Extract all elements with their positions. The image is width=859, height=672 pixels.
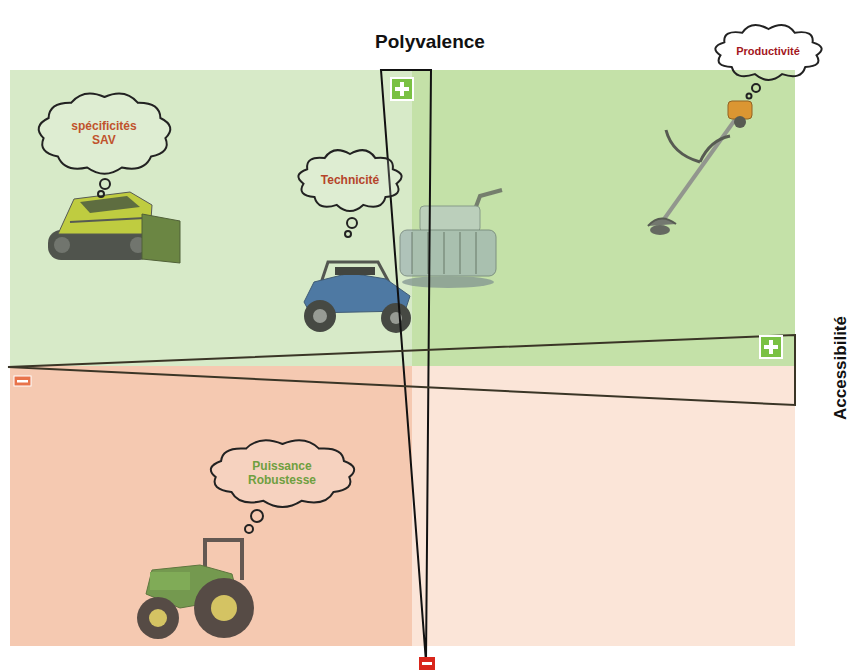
tracked-mower-part (58, 192, 152, 234)
cloud-callout: Productivité (713, 23, 824, 81)
tracked-mower-part (142, 214, 180, 263)
axis-label: Polyvalence (375, 31, 485, 52)
quadrant-ground-part (412, 70, 795, 366)
quad-atv-part (304, 300, 336, 332)
tracked-mower (48, 192, 180, 263)
quad-atv-part (335, 267, 375, 275)
cloud-outline (715, 25, 821, 80)
thought-bubble-part (747, 94, 752, 99)
cloud-callout: spécificités SAV (36, 91, 173, 175)
flail-mower-part (475, 232, 477, 274)
cloud-outline (298, 150, 401, 211)
brush-cutter-part (734, 116, 746, 128)
flail-mower-part (459, 232, 461, 274)
plus-sign-part (395, 87, 409, 91)
quad-atv (304, 262, 411, 333)
minus-sign-part (14, 376, 31, 386)
plus-sign-part (764, 345, 778, 349)
tractor-part (149, 609, 167, 627)
thought-bubble-part (100, 179, 110, 189)
quadrant-ground-part (412, 366, 795, 646)
axis-label: Accessibilité (831, 316, 850, 420)
tracked-mower-part (80, 196, 140, 213)
quadrant-ground-part (10, 366, 412, 646)
quad-atv-part (381, 303, 411, 333)
tractor-part (137, 597, 179, 639)
tractor-part (194, 578, 254, 638)
cloud-text: spécificités SAV (63, 119, 145, 148)
flail-mower-part (443, 232, 445, 274)
brush-cutter-part (648, 218, 676, 226)
tractor-part (150, 572, 190, 590)
minus-sign (14, 376, 435, 670)
flail-mower-part (402, 276, 494, 288)
flail-mower (400, 190, 502, 288)
cloud-text: Puissance Robustesse (237, 459, 327, 488)
cloud-text-wrap: Puissance Robustesse (237, 459, 327, 488)
axis-label-wrap: Accessibilité (831, 316, 851, 420)
minus-sign-part (17, 380, 28, 383)
brush-cutter-part (666, 130, 700, 162)
plus-sign (391, 78, 782, 358)
cloud-text-wrap: spécificités SAV (63, 119, 145, 148)
quadrant-ground-part (10, 70, 412, 366)
minus-sign-part (422, 662, 432, 665)
cloud-text-wrap: Technicité (321, 173, 379, 187)
flail-mower-part (411, 232, 413, 274)
thought-bubble-part (98, 191, 104, 197)
thought-bubble-part (345, 231, 351, 237)
brush-cutter-part (662, 110, 742, 222)
cloud-outline (38, 94, 170, 174)
cloud-outline (210, 440, 353, 507)
tractor-part (211, 595, 237, 621)
brush-cutter-part (700, 136, 730, 162)
flail-mower-part (400, 230, 496, 276)
quad-atv-part (313, 309, 327, 323)
cloud-text-wrap: Productivité (736, 45, 800, 58)
thought-bubble-part (251, 510, 263, 522)
plus-sign-part (760, 336, 782, 358)
thought-bubble-part (245, 525, 253, 533)
plus-sign-part (391, 78, 413, 100)
axis-wedge-part (8, 335, 795, 405)
brush-cutter (648, 101, 752, 235)
thought-bubble-part (752, 84, 760, 92)
cloud-text: Productivité (736, 45, 800, 58)
tractor (137, 540, 254, 639)
brush-cutter-part (650, 225, 670, 235)
axis-label-wrap: Polyvalence (375, 31, 485, 53)
tracked-mower-part (54, 237, 70, 253)
tracked-mower-part (70, 218, 145, 222)
cloud-callout: Technicité (296, 148, 404, 212)
axis-wedge (8, 70, 795, 662)
cloud-text: Technicité (321, 173, 379, 187)
minus-sign-part (419, 657, 435, 670)
cloud-callout: Puissance Robustesse (208, 438, 357, 508)
thought-bubble-part (347, 218, 357, 228)
